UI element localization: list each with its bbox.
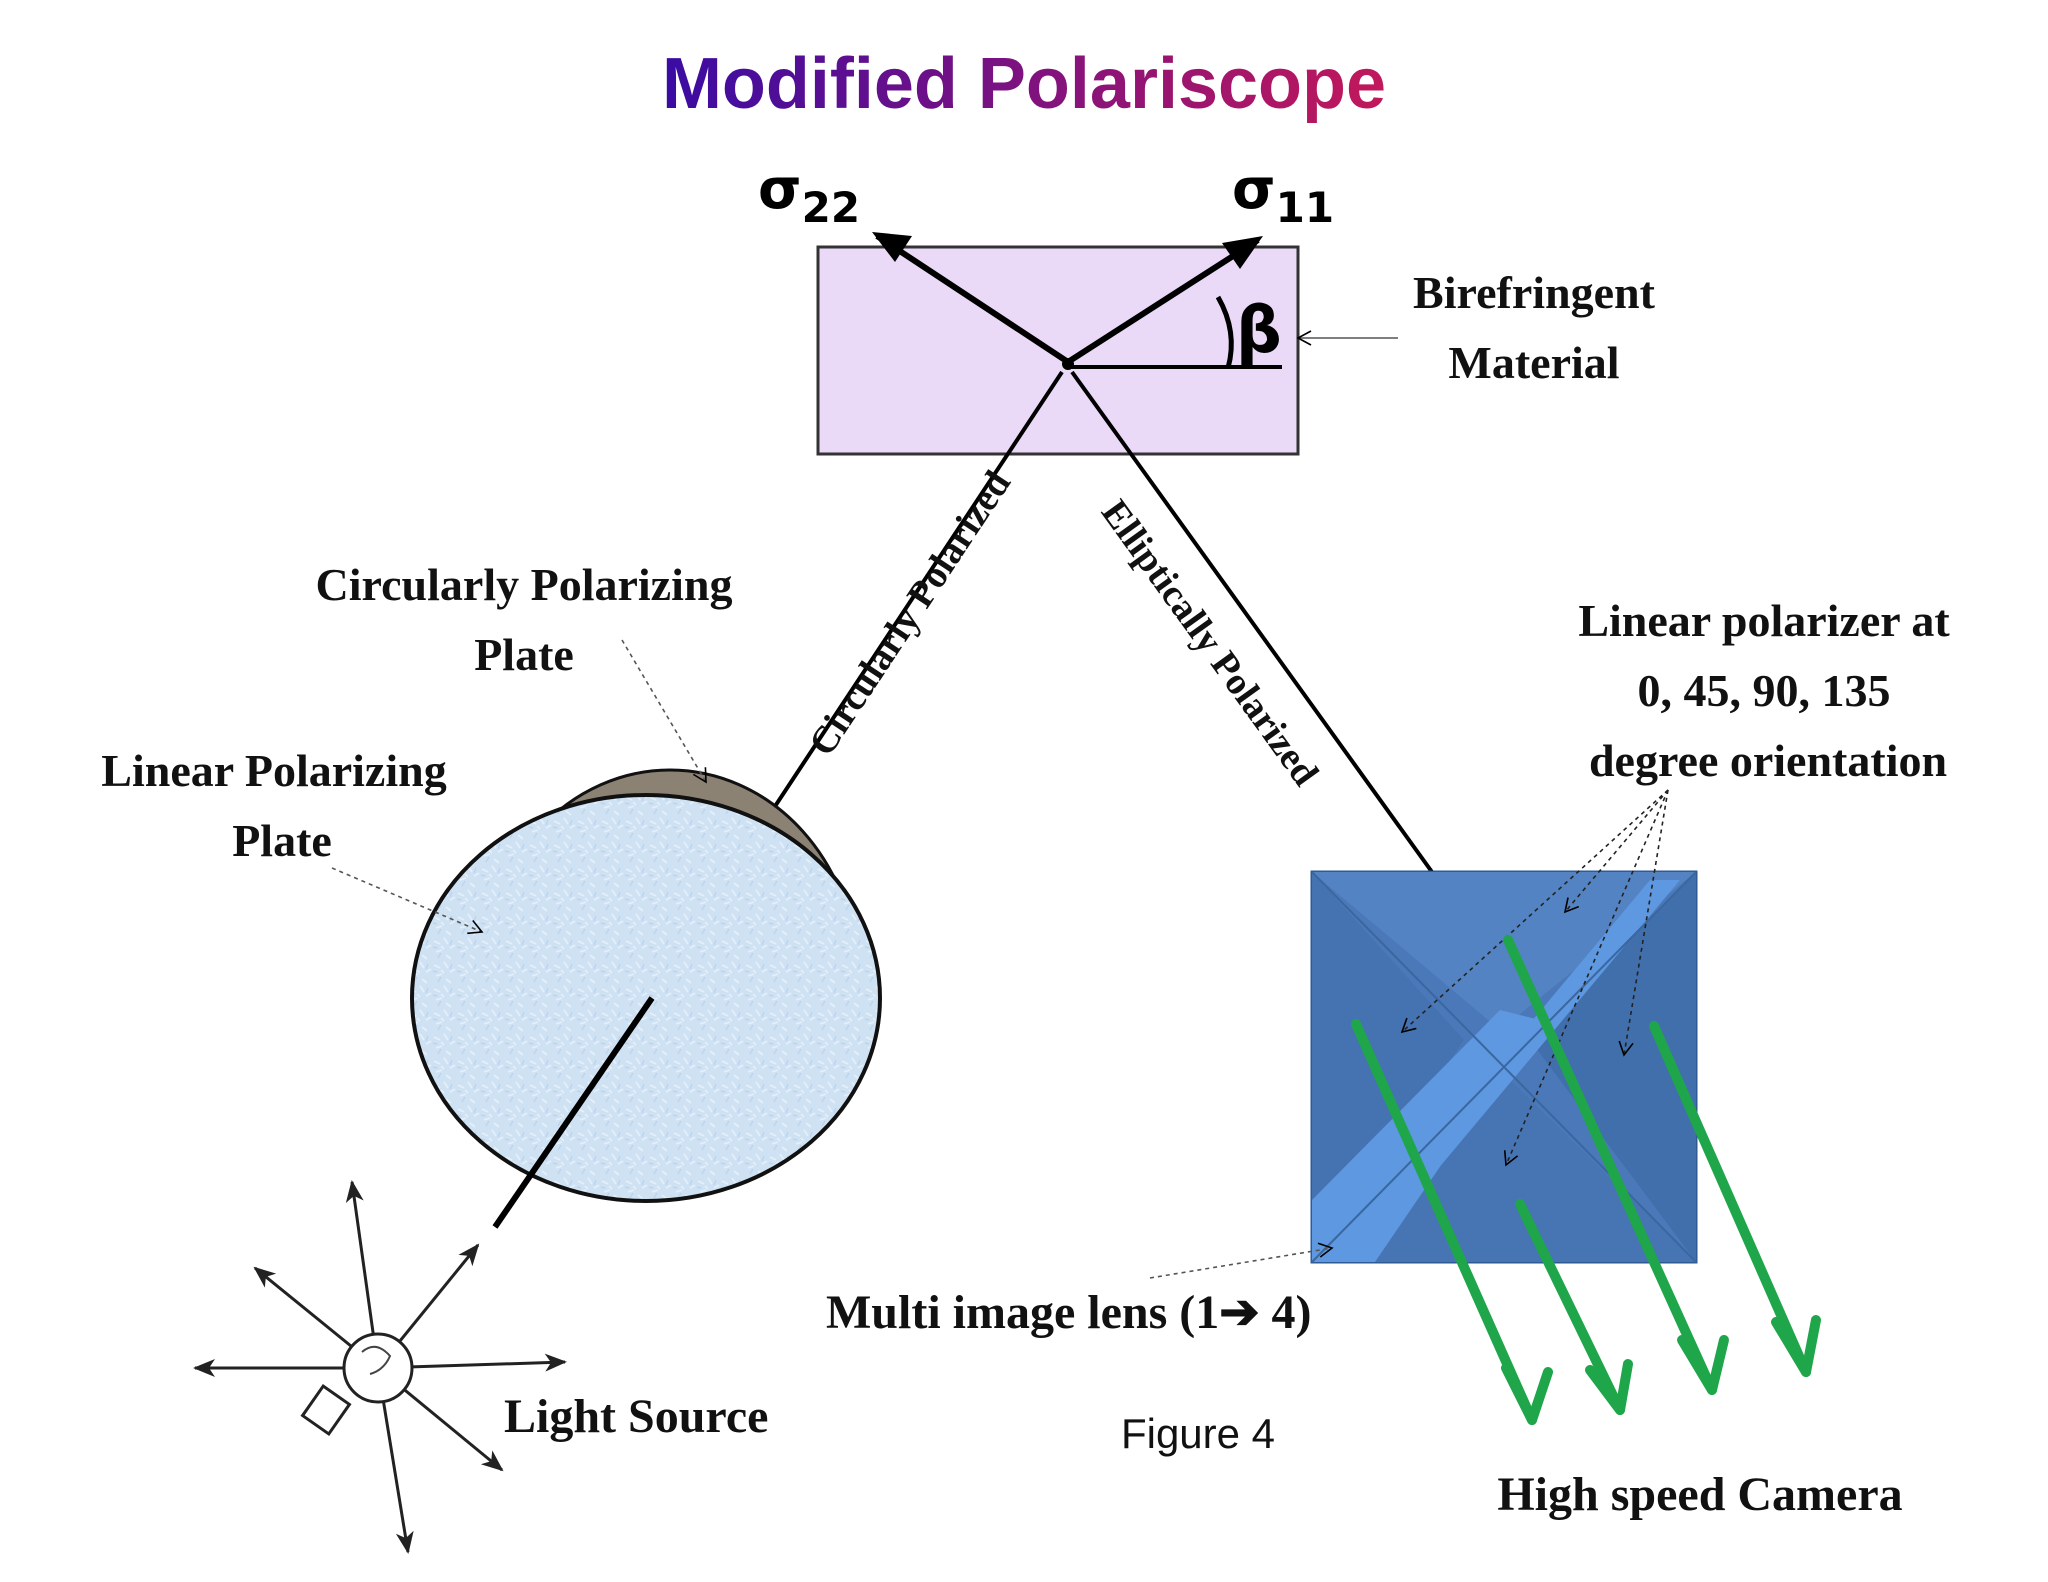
linear-polarizing-plate (410, 793, 882, 1203)
stress-vectors (872, 232, 1282, 370)
polarizing-plates (410, 768, 882, 1229)
linear-plate-label-line1: Linear Polarizing (101, 745, 446, 796)
linear-polarizer-label-line2: 0, 45, 90, 135 (1638, 665, 1891, 716)
figure-caption: Figure 4 (1121, 1410, 1275, 1457)
camera-label: High speed Camera (1497, 1468, 1902, 1521)
birefringent-material-block (816, 245, 1300, 456)
linear-polarizer-label-line1: Linear polarizer at (1578, 595, 1950, 646)
sigma-22-label: σ22 (758, 157, 860, 232)
light-bulb-icon (193, 1180, 567, 1554)
linear-plate-pointer (331, 867, 484, 935)
diagram-title: Modified Polariscope (662, 44, 1386, 124)
birefringent-label-line1: Birefringent (1413, 267, 1656, 318)
birefringent-label-line2: Material (1448, 337, 1619, 388)
linear-polarizer-pointers (1400, 789, 1669, 1167)
multi-image-lens-label: Multi image lens (1➔ 4) (826, 1286, 1311, 1339)
beta-angle-label: β (1236, 294, 1282, 368)
sigma-11-label: σ11 (1232, 157, 1334, 232)
circular-plate-label-line2: Plate (474, 629, 574, 680)
multi-image-lens-pointer (1149, 1242, 1334, 1279)
linear-plate-label-line2: Plate (232, 815, 332, 866)
output-rays (1351, 935, 1821, 1425)
circular-plate-pointer (621, 639, 707, 784)
circularly-polarized-label: Circularly Polarized (801, 463, 1019, 763)
elliptically-polarized-label: Elliptically Polarized (1093, 492, 1326, 793)
linear-polarizer-label-line3: degree orientation (1589, 735, 1947, 786)
circular-plate-label-line1: Circularly Polarizing (316, 559, 733, 610)
light-source-label: Light Source (504, 1390, 768, 1443)
light-beams (756, 370, 1434, 874)
multi-image-prism (1310, 870, 1698, 1264)
